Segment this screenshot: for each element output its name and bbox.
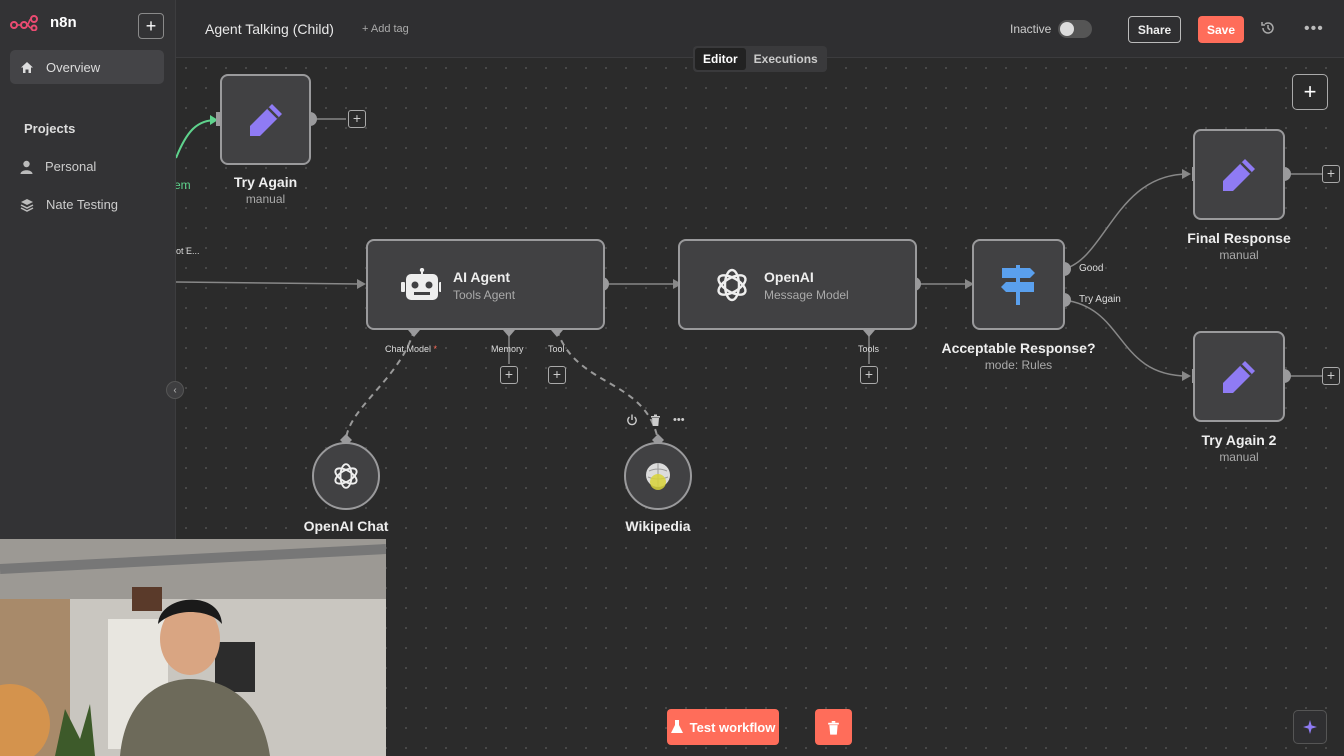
- add-memory-button[interactable]: +: [500, 366, 518, 384]
- output-label-good: Good: [1079, 263, 1104, 274]
- test-workflow-label: Test workflow: [689, 719, 776, 735]
- node-title: Try Again: [233, 174, 298, 190]
- output-label-try-again: Try Again: [1079, 294, 1121, 305]
- add-node-canvas-button[interactable]: +: [1292, 74, 1328, 110]
- header: Agent Talking (Child) + Add tag Inactive…: [176, 0, 1344, 58]
- flask-icon: [670, 720, 683, 733]
- node-wikipedia[interactable]: [624, 442, 692, 510]
- node-title: AI Agent: [453, 269, 511, 285]
- node-title: OpenAI: [764, 269, 814, 285]
- wikipedia-globe-icon: [646, 463, 670, 490]
- ai-assistant-button[interactable]: [1293, 710, 1327, 744]
- node-subtitle: manual: [245, 192, 286, 206]
- port-label-memory: Memory: [491, 344, 524, 354]
- add-node-button[interactable]: +: [1322, 367, 1340, 385]
- node-subtitle: manual: [1219, 450, 1259, 464]
- node-try-again-2[interactable]: [1193, 331, 1285, 422]
- collapse-sidebar-button[interactable]: ‹: [166, 381, 184, 399]
- share-button[interactable]: Share: [1128, 16, 1181, 43]
- sidebar-item-overview[interactable]: Overview: [10, 50, 164, 84]
- more-icon[interactable]: •••: [673, 414, 685, 426]
- add-tag-link[interactable]: + Add tag: [362, 23, 409, 35]
- sidebar-item-label: Overview: [46, 59, 101, 75]
- presenter-video: [0, 539, 386, 756]
- pencil-icon: [1223, 361, 1255, 393]
- robot-icon: [401, 268, 441, 300]
- power-icon[interactable]: [626, 414, 638, 426]
- pencil-icon: [250, 104, 282, 136]
- add-node-button[interactable]: +: [1322, 165, 1340, 183]
- edge-label: em: [176, 178, 191, 192]
- tab-executions[interactable]: Executions: [753, 52, 818, 66]
- layers-icon: [20, 198, 34, 212]
- node-subtitle: manual: [1219, 248, 1259, 262]
- add-tools-button[interactable]: +: [860, 366, 878, 384]
- home-icon: [21, 61, 33, 73]
- port-label-chat-model: Chat Model *: [385, 344, 438, 354]
- port-label-tool: Tool: [548, 344, 565, 354]
- pencil-icon: [1223, 159, 1255, 191]
- toggle-knob: [1060, 22, 1074, 36]
- webcam-overlay: [0, 539, 386, 756]
- add-node-button[interactable]: +: [348, 110, 366, 128]
- port-label-tools: Tools: [858, 344, 880, 354]
- test-workflow-button[interactable]: Test workflow: [667, 709, 779, 745]
- user-icon: [20, 160, 33, 174]
- node-acceptable-response[interactable]: [972, 239, 1065, 330]
- node-openai-chat[interactable]: [312, 442, 380, 510]
- app-name: n8n: [50, 14, 77, 31]
- view-tabs: Editor Executions: [693, 46, 827, 72]
- add-tool-button[interactable]: +: [548, 366, 566, 384]
- node-openai[interactable]: OpenAI Message Model: [678, 239, 917, 330]
- sidebar-item-label: Personal: [45, 159, 97, 174]
- n8n-logo-icon: [10, 14, 38, 31]
- node-subtitle: mode: Rules: [984, 358, 1053, 372]
- projects-heading: Projects: [24, 121, 76, 136]
- status-label: Inactive: [1010, 22, 1052, 36]
- node-ai-agent[interactable]: AI Agent Tools Agent: [366, 239, 605, 330]
- node-final-response[interactable]: [1193, 129, 1285, 220]
- node-subtitle: Message Model: [764, 288, 849, 302]
- node-try-again[interactable]: [220, 74, 311, 165]
- node-title: Wikipedia: [625, 518, 691, 534]
- sidebar-item-label: Nate Testing: [46, 197, 119, 212]
- save-button[interactable]: Save: [1198, 16, 1244, 43]
- sidebar-item-nate-testing[interactable]: Nate Testing: [20, 197, 118, 212]
- node-subtitle: Tools Agent: [453, 288, 516, 302]
- switch-icon: [1001, 265, 1035, 305]
- trash-icon[interactable]: [650, 414, 661, 426]
- openai-icon: [334, 463, 358, 489]
- node-title: Final Response: [1187, 230, 1291, 246]
- clear-execution-button[interactable]: [815, 709, 852, 745]
- active-toggle[interactable]: [1058, 20, 1092, 38]
- trash-icon: [828, 720, 839, 735]
- node-toolbar: •••: [626, 414, 685, 426]
- node-title: Acceptable Response?: [941, 340, 1096, 356]
- sparkle-icon: [1303, 720, 1317, 734]
- n8n-logo[interactable]: n8n: [10, 14, 77, 31]
- tab-editor[interactable]: Editor: [695, 48, 746, 70]
- more-icon[interactable]: •••: [1304, 20, 1324, 37]
- history-icon[interactable]: [1260, 20, 1276, 36]
- edge-label: ot E...: [176, 246, 200, 256]
- node-title: Try Again 2: [1201, 432, 1277, 448]
- sidebar-item-personal[interactable]: Personal: [20, 159, 96, 174]
- node-title: OpenAI Chat: [303, 518, 389, 534]
- workflow-title[interactable]: Agent Talking (Child): [205, 21, 334, 37]
- openai-icon: [717, 268, 747, 302]
- add-button[interactable]: +: [138, 13, 164, 39]
